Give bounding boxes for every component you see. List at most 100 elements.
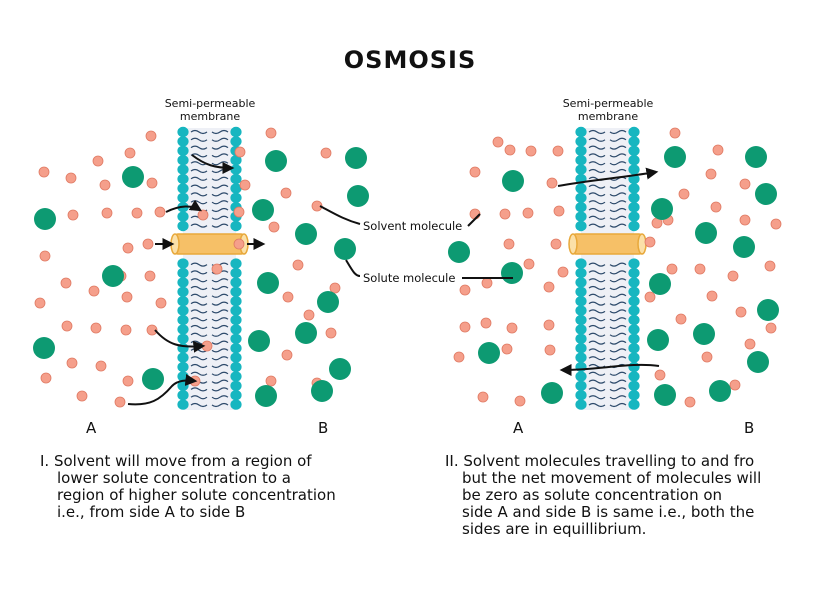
solvent-molecule <box>492 136 504 148</box>
lipid-head <box>230 277 242 288</box>
solvent-molecule <box>727 270 739 282</box>
solvent-molecule <box>522 207 534 219</box>
lipid-head <box>230 126 242 138</box>
solvent-molecule <box>654 369 666 381</box>
lipid-tail <box>190 278 208 283</box>
lipid-tail <box>609 395 627 400</box>
solvent-molecule <box>459 321 471 333</box>
solvent-molecule <box>712 144 724 156</box>
solvent-molecule-callout: Solvent molecule <box>363 219 463 233</box>
lipid-tail <box>609 161 627 166</box>
solvent-molecule <box>325 327 337 339</box>
solvent-molecule <box>234 146 246 158</box>
lipid-tail <box>588 168 606 174</box>
solvent-molecule <box>675 313 687 325</box>
caption-left: I. Solvent will move from a region of lo… <box>40 453 336 521</box>
solvent-molecule <box>481 277 493 289</box>
lipid-head <box>230 305 242 316</box>
lipid-tail <box>588 192 606 197</box>
solvent-molecule <box>99 179 111 191</box>
lipid-head <box>230 371 242 382</box>
lipid-tails <box>190 129 229 408</box>
membrane-label-right: Semi-permeable membrane <box>538 97 678 123</box>
lipid-tail <box>609 371 627 376</box>
lipid-head <box>628 399 640 410</box>
lipid-head <box>230 380 242 391</box>
lipid-head <box>628 258 640 269</box>
lipid-head <box>575 343 587 354</box>
lipid-head <box>575 136 587 147</box>
lipid-head <box>230 192 242 203</box>
lipid-head <box>177 296 189 307</box>
lipid-head <box>575 333 587 344</box>
solvent-molecule <box>34 297 46 309</box>
lipid-tail <box>211 340 229 345</box>
solvent-molecule <box>61 320 73 332</box>
lipid-tail <box>609 332 627 337</box>
lipid-tail <box>211 301 229 306</box>
lipid-tail <box>609 192 627 197</box>
solvent-molecule <box>233 238 245 250</box>
solute-molecule <box>295 322 317 344</box>
lipid-tail <box>588 301 606 306</box>
membrane-label-line1: Semi-permeable <box>562 97 654 110</box>
lipid-head <box>628 136 640 147</box>
channel-body <box>572 233 643 255</box>
lipid-tail <box>190 176 208 181</box>
lipid-tail <box>588 379 606 384</box>
lipid-head <box>230 267 242 279</box>
lipid-head <box>628 164 640 175</box>
lipid-tail <box>211 309 229 314</box>
solute-molecule <box>501 262 523 284</box>
lipid-tail <box>211 293 229 298</box>
lipid-head <box>177 352 189 363</box>
lipid-tail <box>588 332 606 337</box>
lipid-head <box>575 126 587 138</box>
solvent-molecule <box>197 209 209 221</box>
solvent-molecule <box>40 372 52 384</box>
lipid-head <box>230 136 242 147</box>
lipid-head <box>177 267 189 279</box>
lipid-head <box>575 145 587 156</box>
solvent-molecule <box>131 207 143 219</box>
lipid-tail <box>609 324 627 330</box>
lipid-head <box>628 211 640 222</box>
lipid-tail <box>588 278 606 283</box>
lipid-tail <box>190 184 208 189</box>
solvent-molecule <box>504 144 516 156</box>
lipid-head <box>575 352 587 363</box>
solvent-molecule <box>201 340 213 352</box>
lipid-tail <box>190 371 208 376</box>
solvent-molecule <box>101 207 113 219</box>
lipid-head <box>230 258 242 269</box>
solvent-molecule <box>92 155 104 167</box>
solvent-molecule <box>60 277 72 289</box>
lipid-head <box>177 361 189 373</box>
lipid-head <box>177 220 189 232</box>
lipid-tail <box>609 184 627 189</box>
lipid-tail <box>211 332 229 337</box>
lipid-tail <box>609 309 627 314</box>
lipid-tail <box>190 153 208 158</box>
solvent-molecule <box>684 396 696 408</box>
lipid-head <box>575 286 587 297</box>
solvent-molecule <box>729 379 741 391</box>
solvent-molecule <box>644 236 656 248</box>
side-a-label-right: A <box>513 419 524 437</box>
lipid-tail <box>211 176 229 181</box>
lipid-tail <box>588 223 606 228</box>
lipid-head <box>575 258 587 269</box>
solvent-callout-line-right <box>467 213 481 227</box>
solvent-molecule <box>552 145 564 157</box>
solvent-molecule <box>265 127 277 139</box>
lipid-tail <box>609 129 627 135</box>
solvent-molecule <box>145 130 157 142</box>
lipid-head <box>177 258 189 269</box>
lipid-tail <box>609 317 627 322</box>
lipid-tail <box>609 223 627 228</box>
lipid-head <box>177 305 189 316</box>
solvent-molecule <box>644 291 656 303</box>
lipid-tail <box>588 161 606 166</box>
lipid-tail <box>609 387 627 392</box>
lipid-head <box>230 333 242 344</box>
